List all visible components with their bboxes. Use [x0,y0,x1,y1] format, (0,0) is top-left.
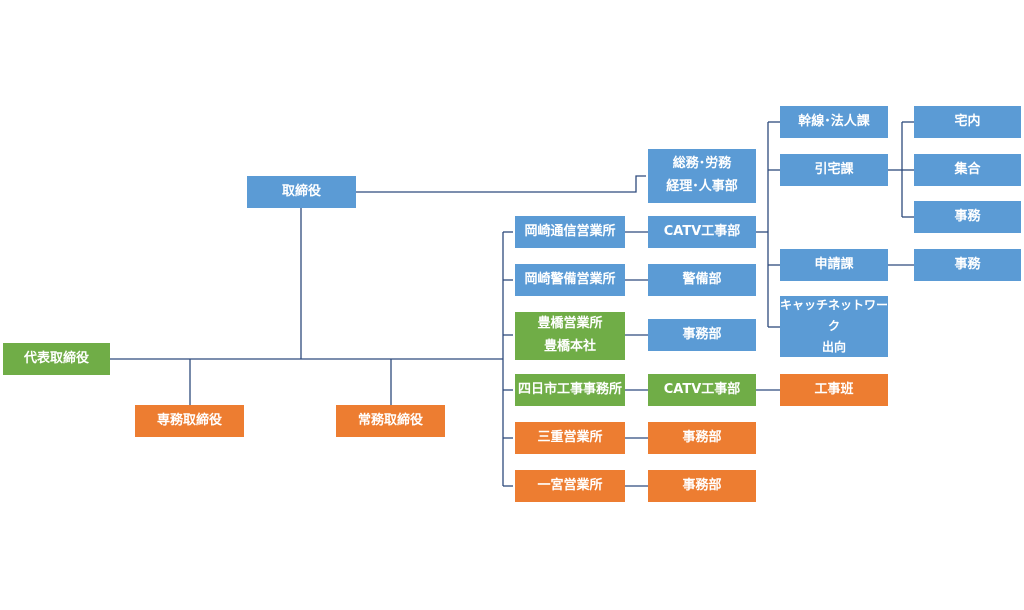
node-mie-label: 三重営業所 [537,429,603,445]
node-hikitaku-label: 引宅課 [814,161,854,177]
node-kansen: 幹線･法人課 [780,106,888,138]
node-mie: 三重営業所 [515,422,625,454]
node-hikitaku: 引宅課 [780,154,888,186]
node-shugo-label: 集合 [954,161,981,177]
node-koujihan: 工事班 [780,374,888,406]
node-catch-network: キャッチネットワーク 出向 [780,296,888,357]
node-koujihan-label: 工事班 [814,381,854,397]
node-jimu-mie: 事務部 [648,422,756,454]
node-jimu-toyohashi: 事務部 [648,319,756,351]
node-ichinomiya-label: 一宮営業所 [537,477,603,493]
node-okazaki-tsushin: 岡崎通信営業所 [515,216,625,248]
node-torishimari: 取締役 [247,176,356,208]
node-daihyo-label: 代表取締役 [23,350,89,366]
node-shinsei-label: 申請課 [814,256,854,272]
node-jimu-mie-label: 事務部 [682,429,722,445]
node-torishimari-label: 取締役 [281,183,321,199]
node-catch-network-line1: キャッチネットワーク [780,298,889,333]
node-jomu-label: 常務取締役 [357,412,423,428]
node-toyohashi: 豊橋営業所 豊橋本社 [515,312,625,360]
node-keibi-bu-label: 警備部 [682,271,722,287]
node-jimu-shinsei: 事務 [914,249,1021,281]
node-somu-line1: 総務･労務 [672,156,732,172]
node-yokkaichi-label: 四日市工事事務所 [517,381,622,397]
node-catv-yokkaichi-label: CATV工事部 [663,381,741,397]
node-somu: 総務･労務 経理･人事部 [648,149,756,203]
node-senmu: 専務取締役 [135,405,244,437]
node-daihyo: 代表取締役 [3,343,110,375]
node-jimu-toyohashi-label: 事務部 [682,326,722,342]
node-okazaki-keibi: 岡崎警備営業所 [515,264,625,296]
node-okazaki-keibi-label: 岡崎警備営業所 [524,271,616,287]
node-jomu: 常務取締役 [336,405,445,437]
node-catch-network-line2: 出向 [821,340,846,354]
node-catv-okazaki-label: CATV工事部 [663,223,741,239]
node-keibi-bu: 警備部 [648,264,756,296]
node-yokkaichi: 四日市工事事務所 [515,374,625,406]
node-catv-okazaki: CATV工事部 [648,216,756,248]
node-shinsei: 申請課 [780,249,888,281]
node-jimu-hikitaku: 事務 [914,201,1021,233]
node-somu-line2: 経理･人事部 [666,179,738,194]
node-jimu-ichinomiya-label: 事務部 [682,477,722,493]
node-takunai: 宅内 [914,106,1021,138]
node-shugo: 集合 [914,154,1021,186]
node-senmu-label: 専務取締役 [156,412,222,428]
node-kansen-label: 幹線･法人課 [798,113,870,129]
node-takunai-label: 宅内 [954,113,981,129]
node-catv-yokkaichi: CATV工事部 [648,374,756,406]
node-okazaki-tsushin-label: 岡崎通信営業所 [524,223,616,239]
node-jimu-ichinomiya: 事務部 [648,470,756,502]
node-ichinomiya: 一宮営業所 [515,470,625,502]
node-jimu-shinsei-label: 事務 [954,256,981,272]
node-toyohashi-line2: 豊橋本社 [543,339,596,354]
node-toyohashi-line1: 豊橋営業所 [537,316,603,332]
node-jimu-hikitaku-label: 事務 [954,208,981,224]
